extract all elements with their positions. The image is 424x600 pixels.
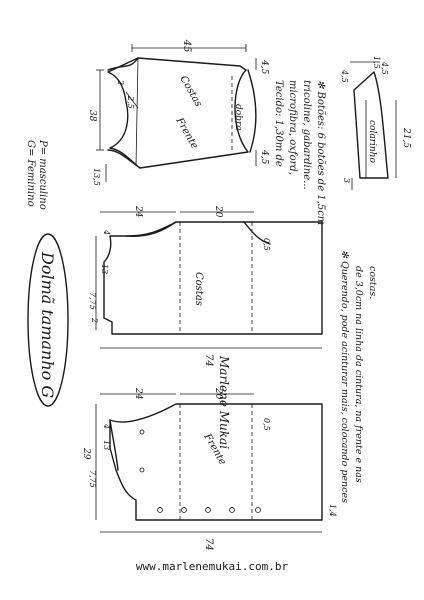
website: www.marlenemukai.com.br xyxy=(136,560,289,573)
collar-outline xyxy=(353,71,389,179)
page-title: Dolmã tamanho G xyxy=(38,251,57,398)
back-h4: 4 xyxy=(102,229,111,235)
note-block: ✻ Querendo, pode acinturar mais, colocan… xyxy=(339,250,378,503)
sleeve-pattern: 45 4,5 38 13,5 4,5 2 2,5 Costas Frente d… xyxy=(87,39,269,186)
fabric-line-2: microfibra, oxford, xyxy=(287,80,298,175)
sleeve-outline xyxy=(107,57,249,169)
sleeve-left-label: 38 xyxy=(87,110,97,122)
sleeve-fold-label: dobra xyxy=(233,104,243,131)
title-block: Dolmã tamanho G G= Feminino P= masculino xyxy=(25,139,69,407)
title-oval xyxy=(27,233,69,407)
front-v05: 0,5 xyxy=(262,418,271,431)
note-line-1: ✻ Querendo, pode acinturar mais, colocan… xyxy=(339,250,350,503)
fabric-line-1: Tecido: 1,30m de xyxy=(273,80,284,167)
signature: Marlene Mukai xyxy=(217,355,231,449)
front-pattern: 24 20 29 4 13 7,75 0,5 74 1,4 Frente xyxy=(81,387,337,551)
fabric-info: Tecido: 1,30m de microfibra, oxford, tri… xyxy=(273,80,326,225)
sleeve-b1-label: 2 xyxy=(116,79,125,85)
sleeve-cuff xyxy=(247,69,257,153)
front-h4: 4 xyxy=(102,423,111,429)
button-mark xyxy=(181,507,187,513)
back-h2: 2 xyxy=(90,317,99,323)
sleeve-top-right-label: 4,5 xyxy=(259,59,269,75)
front-dim-24: 24 xyxy=(133,387,143,400)
legend-masculine: P= masculino xyxy=(37,139,48,210)
legend-feminine: G= Feminino xyxy=(25,140,36,207)
back-v05: 0,5 xyxy=(262,238,271,251)
collar-foot-label: 3 xyxy=(342,178,351,183)
collar-pattern: 1,5 4,5 4,5 21,5 colarinho 3 xyxy=(340,56,411,190)
button-mark xyxy=(139,467,145,473)
back-dim-20: 20 xyxy=(213,205,223,218)
button-mark xyxy=(157,507,163,513)
sleeve-bottom-left-label: 13,5 xyxy=(92,168,101,186)
collar-name-label: colarinho xyxy=(367,120,377,163)
front-length: 74 xyxy=(203,538,214,551)
sleeve-cap-curve xyxy=(107,57,139,71)
front-h775: 7,75 xyxy=(88,470,97,488)
back-armhole xyxy=(125,221,177,237)
sleeve-top-label: 45 xyxy=(181,39,192,53)
front-outline xyxy=(109,403,323,521)
back-h775: 7,75 xyxy=(88,292,97,310)
collar-bottom-label: 21,5 xyxy=(401,127,411,148)
sleeve-guide-2 xyxy=(125,91,139,109)
note-line-3: costas. xyxy=(367,266,378,299)
back-label: Costas xyxy=(193,272,204,306)
fabric-line-4: ✻ Botões: 6 botões de 1,5cm xyxy=(315,80,326,225)
back-pattern: 24 20 13 7,75 2 4 0,5 74 Costas xyxy=(88,205,323,367)
front-h13: 13 xyxy=(102,440,111,450)
sleeve-guide xyxy=(135,57,139,167)
back-dim-24: 24 xyxy=(133,205,143,218)
button-mark xyxy=(205,507,211,513)
front-bottom: 1,4 xyxy=(328,504,337,517)
back-side-curve xyxy=(243,221,271,245)
button-mark xyxy=(139,429,145,435)
front-neckline xyxy=(109,419,119,471)
fabric-line-3: tricoline, gabardine... xyxy=(301,80,312,190)
back-length: 74 xyxy=(203,354,214,367)
sleeve-b2-label: 2,5 xyxy=(126,95,135,109)
sleeve-side-label: 4,5 xyxy=(259,149,269,165)
back-h13: 13 xyxy=(100,264,109,274)
button-mark xyxy=(255,507,261,513)
note-line-2: de 3,0cm na linha da cintura, na frente … xyxy=(353,266,364,483)
sleeve-front-label: Frente xyxy=(173,115,200,151)
sleeve-back-label: Costas xyxy=(177,74,203,109)
collar-right-label: 4,5 xyxy=(380,61,389,75)
front-h29: 29 xyxy=(81,447,91,460)
sleeve-cap-lower xyxy=(107,149,141,169)
collar-top-label: 1,5 xyxy=(372,56,381,69)
button-mark xyxy=(229,507,235,513)
collar-left-label: 4,5 xyxy=(340,69,349,83)
back-outline xyxy=(103,221,323,335)
front-dim-20: 20 xyxy=(213,387,223,400)
